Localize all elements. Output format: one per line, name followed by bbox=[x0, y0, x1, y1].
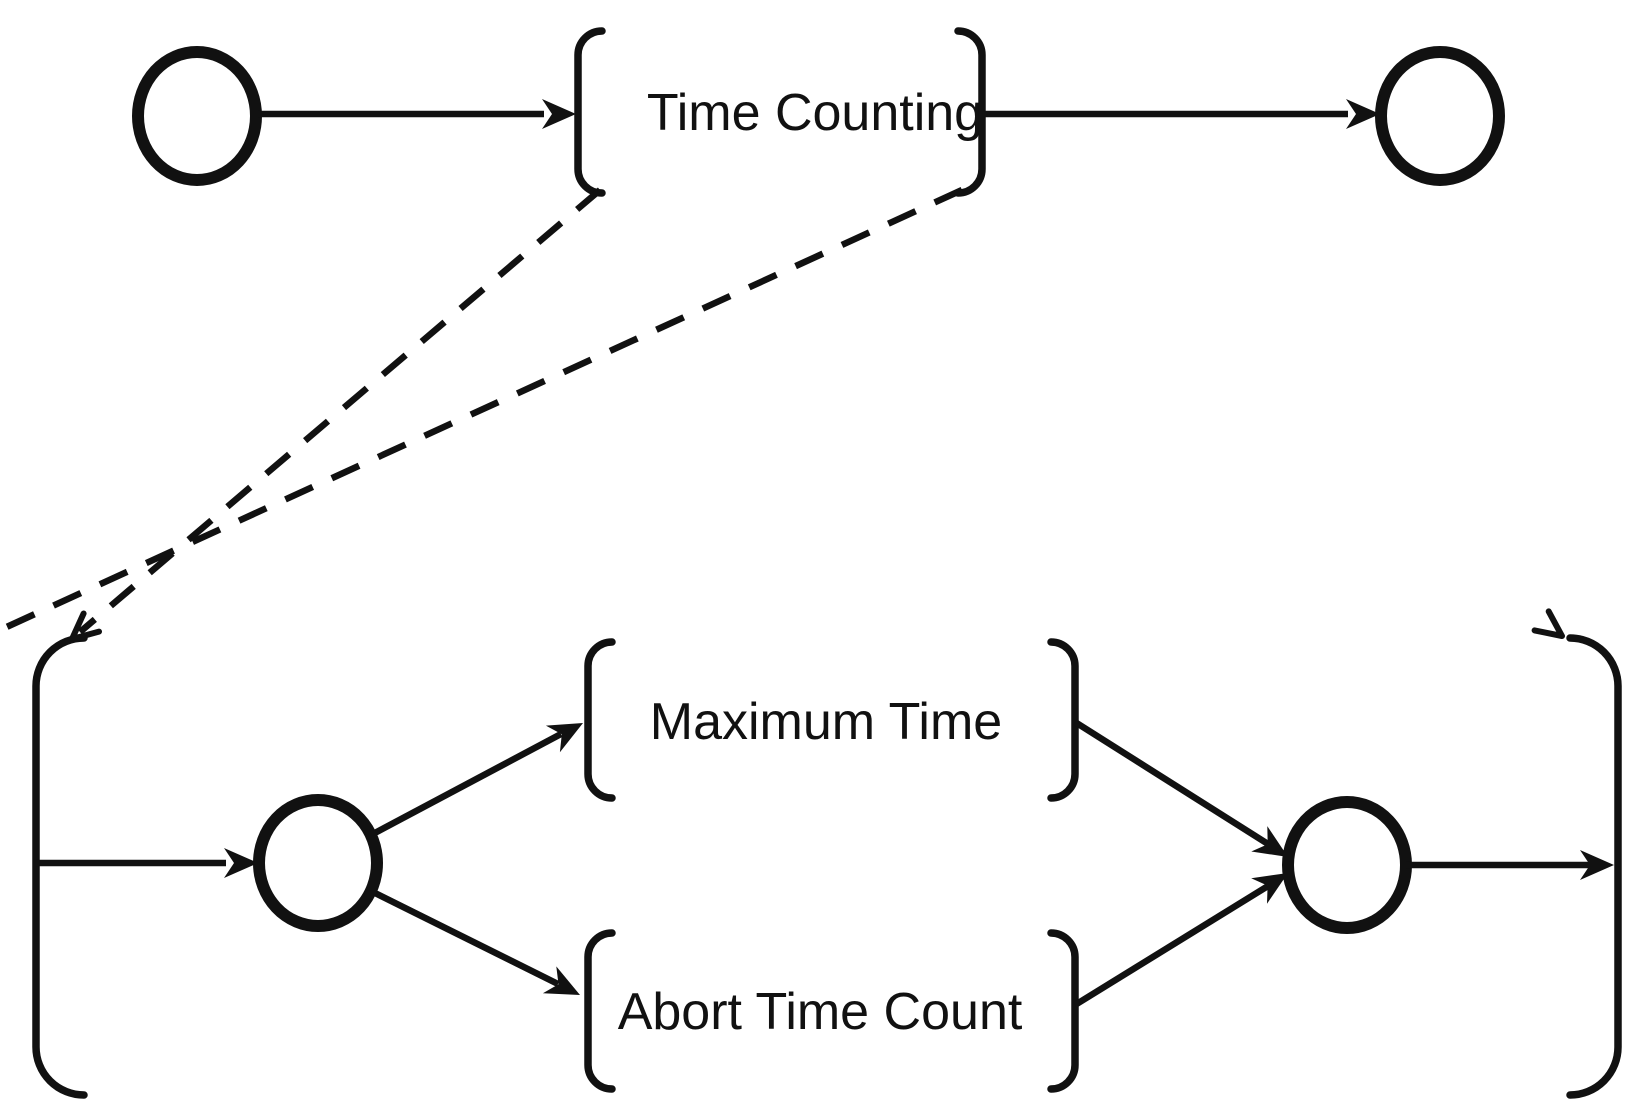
arrowhead-abort-to-join bbox=[1251, 873, 1288, 904]
expansion-arrowhead-right bbox=[1531, 608, 1565, 639]
arrow-split-to-abort bbox=[369, 888, 560, 987]
join-junction-circle bbox=[1282, 796, 1412, 934]
time-counting-right-bracket bbox=[954, 27, 986, 197]
arrow-maximum-time-to-join bbox=[1073, 719, 1270, 847]
maximum-time-left-bracket bbox=[584, 638, 616, 802]
start-event-circle bbox=[132, 46, 262, 186]
time-counting-left-bracket bbox=[574, 27, 606, 197]
arrowhead-entry-to-split bbox=[224, 848, 258, 878]
split-junction-circle bbox=[253, 794, 383, 932]
subdiagram-right-bracket bbox=[1566, 634, 1622, 1099]
top-flow: Time Counting bbox=[132, 27, 1505, 197]
arrowhead-task-to-end bbox=[1346, 99, 1380, 129]
arrowhead-join-to-exit bbox=[1580, 850, 1614, 880]
time-counting-label: Time Counting bbox=[647, 84, 983, 142]
arrowhead-split-to-abort bbox=[542, 966, 580, 995]
expansion-connector-left bbox=[77, 187, 603, 635]
maximum-time-label: Maximum Time bbox=[650, 693, 1002, 751]
end-event-circle bbox=[1375, 46, 1505, 186]
abort-time-count-label: Abort Time Count bbox=[618, 983, 1023, 1041]
expansion-connectors bbox=[0, 187, 1565, 642]
arrowhead-start-to-task bbox=[542, 99, 576, 129]
arrowhead-split-to-maximum-time bbox=[545, 723, 583, 753]
abort-time-count-left-bracket bbox=[584, 929, 616, 1093]
arrow-abort-to-join bbox=[1073, 883, 1270, 1008]
expansion-connector-right bbox=[0, 187, 964, 633]
sub-diagram: Maximum Time Abort Time Count bbox=[32, 634, 1622, 1099]
subdiagram-left-bracket bbox=[32, 634, 88, 1099]
arrowhead-maximum-time-to-join bbox=[1251, 826, 1288, 857]
arrow-split-to-maximum-time bbox=[369, 731, 563, 838]
abort-time-count-right-bracket bbox=[1047, 929, 1079, 1093]
maximum-time-right-bracket bbox=[1047, 638, 1079, 802]
